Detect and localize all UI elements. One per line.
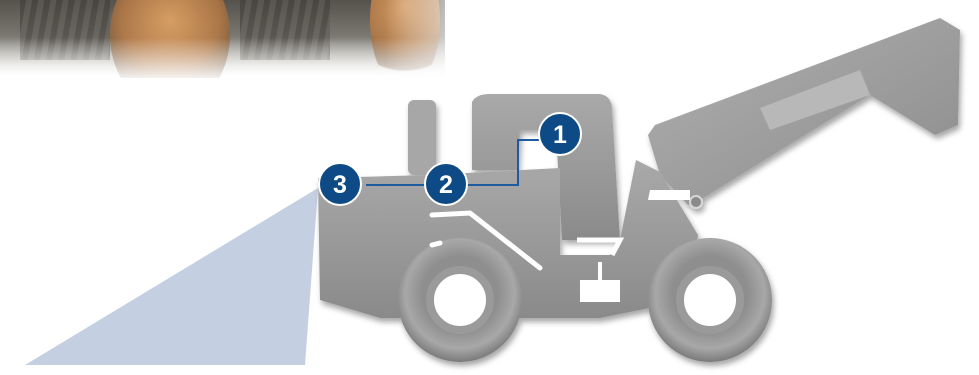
callout-label-3: 3 — [333, 171, 347, 199]
front-rim — [680, 270, 740, 330]
exhaust-stack — [408, 100, 436, 175]
callout-badge-2: 2 — [425, 163, 467, 205]
arm-mount — [648, 190, 690, 200]
callout-badge-1: 1 — [539, 113, 581, 155]
rear-rim — [430, 270, 490, 330]
boom-pivot — [690, 196, 702, 208]
callout-badge-3: 3 — [319, 163, 361, 205]
callout-label-1: 1 — [553, 121, 567, 149]
headlight-beam — [25, 188, 318, 365]
body-detail-line-2 — [432, 243, 440, 245]
cab-step — [577, 240, 620, 255]
callout-label-2: 2 — [439, 171, 453, 199]
